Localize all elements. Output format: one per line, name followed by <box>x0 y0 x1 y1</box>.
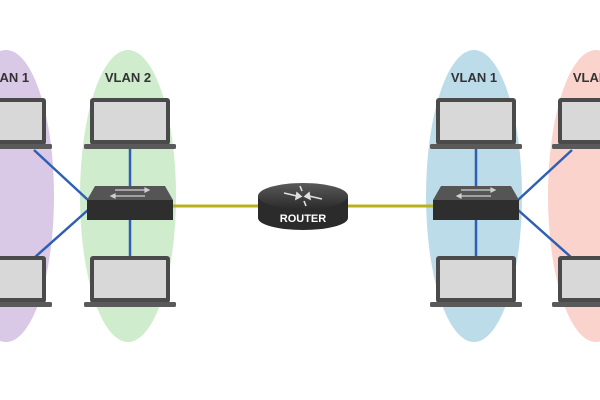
router-icon <box>258 183 348 230</box>
left-switch-links <box>33 148 132 259</box>
router-label: ROUTER <box>280 213 327 225</box>
switch-icon <box>87 186 173 220</box>
laptop-icon <box>552 256 600 307</box>
laptop-icon <box>84 98 176 149</box>
vlan-right-2-label: VLAN 2 <box>573 70 600 85</box>
laptop-icon <box>0 256 52 307</box>
laptop-icon <box>552 98 600 149</box>
laptop-icon <box>0 98 52 149</box>
vlan-left-1-label: VLAN 1 <box>0 70 29 85</box>
switch-icon <box>433 186 519 220</box>
vlan-left-2-label: VLAN 2 <box>105 70 151 85</box>
vlan-right-1-label: VLAN 1 <box>451 70 497 85</box>
laptop-icon <box>84 256 176 307</box>
laptop-icon <box>430 98 522 149</box>
right-switch-links <box>474 148 573 259</box>
laptop-icon <box>430 256 522 307</box>
